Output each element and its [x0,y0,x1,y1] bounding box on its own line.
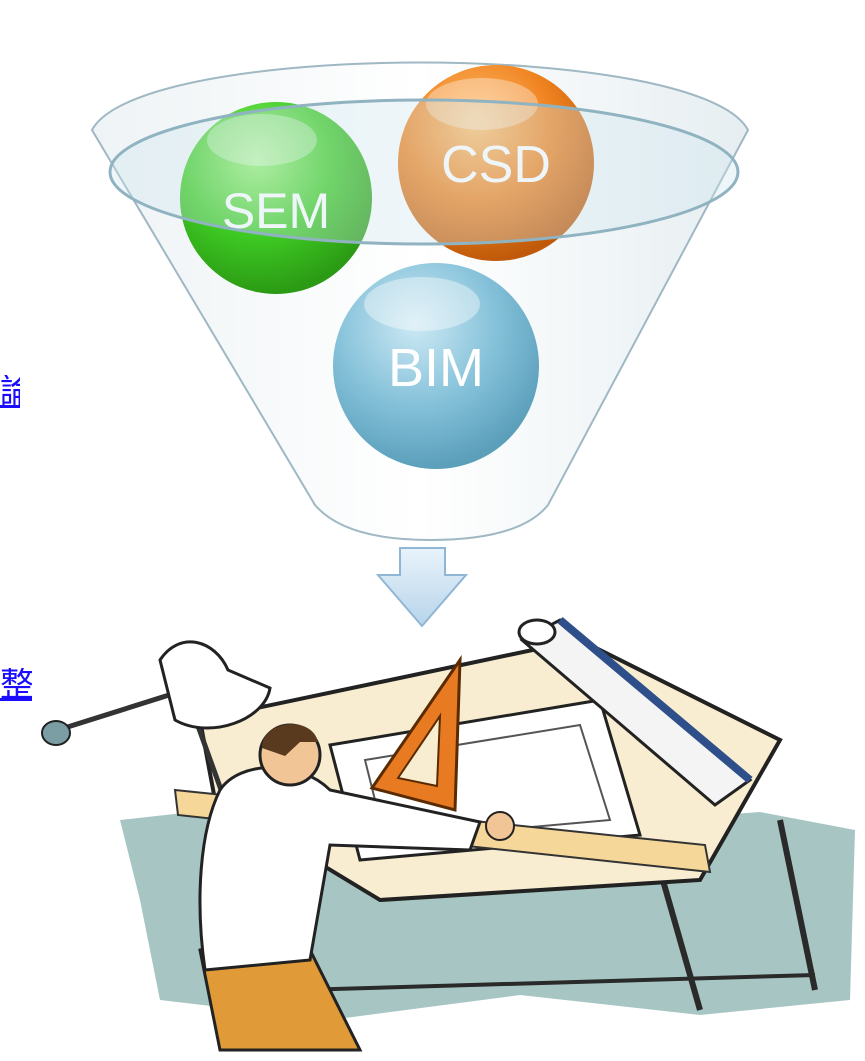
set-square-hole [396,712,442,788]
bubble-bim-label: BIM [388,338,484,398]
bubble-csd-ball [398,65,594,261]
lamp-shade-icon [158,640,272,730]
rolled-plans-stripe [557,616,753,784]
bubble-csd: CSD [398,65,594,261]
funnel-rim [108,98,740,246]
bubble-bim-highlight [364,277,480,331]
drafter-illustration [41,616,855,1052]
bubble-sem: SEM [180,102,372,294]
bubble-sem-ball [180,102,372,294]
bubble-bim: BIM [333,263,539,469]
bubble-bim-ball [333,263,539,469]
rolled-plans-end [517,618,557,646]
bubble-sem-highlight [207,114,317,166]
table-leg-mid [657,869,703,1011]
drafter-hand [485,811,515,841]
bubble-csd-label: CSD [441,136,551,194]
side-text-line-1[interactable]: 論 [0,375,20,409]
table-leg-right [777,819,818,991]
side-text-line-2[interactable]: 整 [0,668,32,702]
table-crossbar [299,973,816,992]
drafter-shirt [198,766,482,972]
down-arrow-icon [375,547,469,628]
lamp-base [41,720,71,746]
bubble-csd-highlight [426,78,538,130]
drafter-hair [262,724,318,756]
